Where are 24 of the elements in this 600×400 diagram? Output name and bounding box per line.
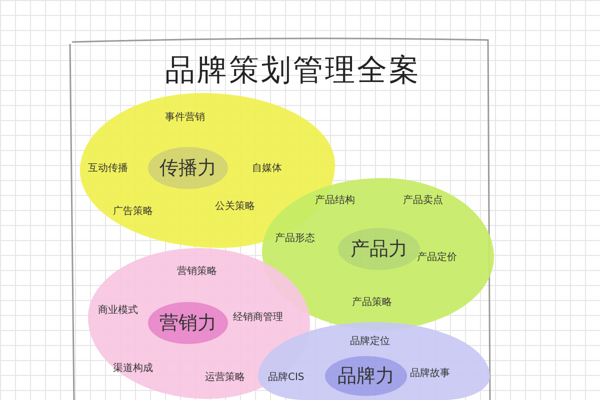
topic-label: 自媒体 xyxy=(252,163,282,175)
title: 品牌策划管理全案 xyxy=(165,52,421,90)
topic-label: 产品定价 xyxy=(417,252,457,264)
topic-label: 互动传播 xyxy=(88,163,128,175)
topic-label: 经销商管理 xyxy=(233,312,283,324)
topic-label: 产品结构 xyxy=(315,195,355,207)
category-blob xyxy=(258,322,490,400)
core-label: 营销力 xyxy=(160,311,216,336)
topic-label: 产品形态 xyxy=(275,233,315,245)
topic-label: 运营策略 xyxy=(205,372,245,384)
topic-label: 产品卖点 xyxy=(403,195,443,207)
core-label: 产品力 xyxy=(350,237,408,262)
topic-label: 品牌定位 xyxy=(350,336,390,348)
topic-label: 渠道构成 xyxy=(113,363,153,375)
topic-label: 品牌故事 xyxy=(410,368,450,380)
topic-label: 品牌CIS xyxy=(268,372,304,384)
topic-label: 事件营销 xyxy=(165,112,205,124)
topic-label: 公关策略 xyxy=(215,201,255,213)
core-label: 品牌力 xyxy=(338,364,394,389)
topic-label: 商业模式 xyxy=(98,305,138,317)
topic-label: 营销策略 xyxy=(177,266,217,278)
core-label: 传播力 xyxy=(160,156,216,181)
topic-label: 广告策略 xyxy=(113,206,153,218)
topic-label: 产品策略 xyxy=(352,297,392,309)
